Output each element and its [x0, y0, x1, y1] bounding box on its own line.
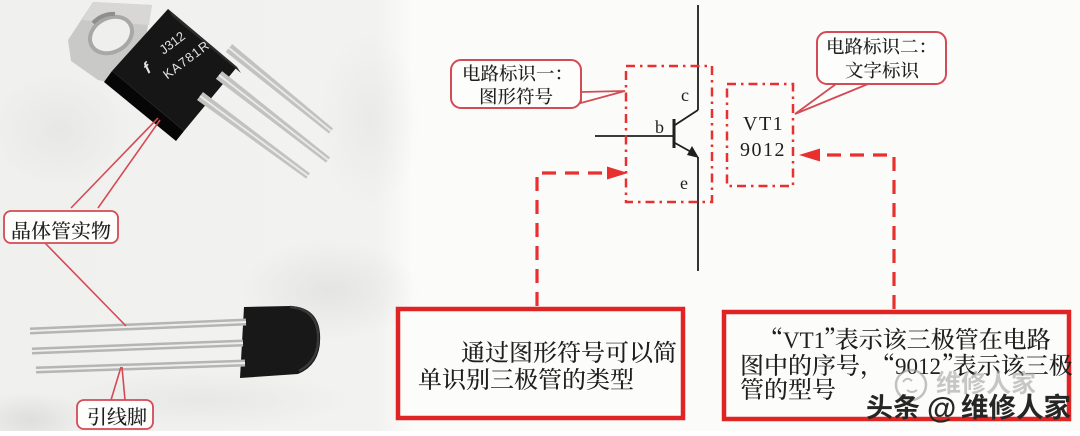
svg-text:VT1: VT1	[743, 113, 784, 135]
svg-text:VT1: VT1	[783, 328, 825, 353]
svg-text:9012: 9012	[740, 139, 786, 161]
svg-text:@: @	[927, 392, 956, 425]
svg-text:9012: 9012	[895, 354, 941, 379]
svg-text:e: e	[680, 173, 688, 193]
svg-text:b: b	[655, 117, 664, 137]
svg-text:c: c	[681, 85, 689, 105]
